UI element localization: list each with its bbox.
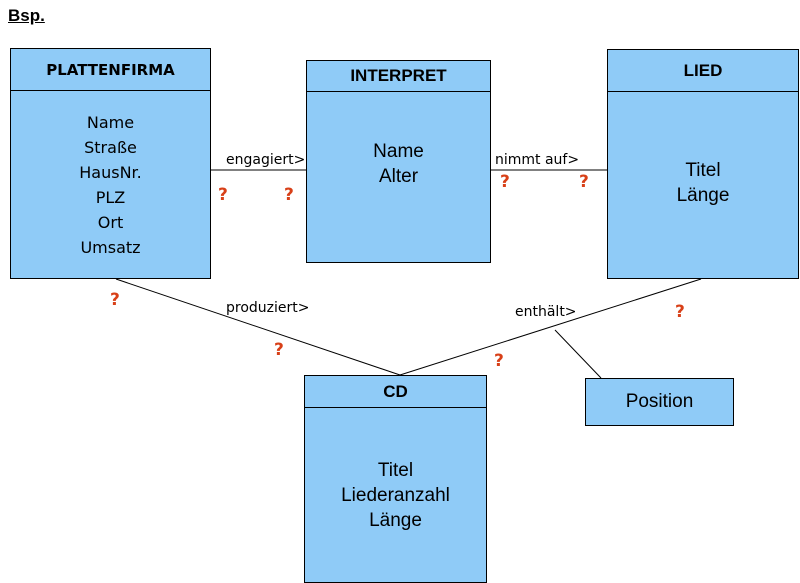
relationship-attribute-position: Position (585, 378, 734, 426)
attribute: Name (86, 113, 135, 132)
attribute: Name (373, 141, 424, 162)
attribute: Liederanzahl (341, 485, 450, 506)
attribute: Umsatz (80, 238, 141, 257)
attribute: Ort (97, 213, 124, 232)
relationship-label-produziert: produziert> (226, 300, 310, 316)
entity-plattenfirma: PLATTENFIRMA Name Straße HausNr. PLZ Ort… (10, 48, 211, 279)
entity-lied: LIED Titel Länge (607, 49, 799, 279)
entity-cd: CD Titel Liederanzahl Länge (304, 375, 487, 583)
entity-title: PLATTENFIRMA (11, 49, 210, 91)
position-connector-line (554, 329, 602, 379)
relationship-label-nimmt-auf: nimmt auf> (495, 152, 580, 168)
attribute: HausNr. (79, 163, 142, 182)
relationship-label-engagiert: engagiert> (226, 152, 306, 168)
attribute: Titel (685, 160, 721, 181)
attribute: PLZ (95, 188, 126, 207)
cardinality-marker: ? (494, 351, 504, 371)
attribute: Länge (676, 185, 730, 206)
entity-title: CD (305, 376, 486, 408)
relationship-label-enthaelt: enthält> (515, 304, 577, 320)
example-heading: Bsp. (8, 6, 45, 25)
attribute: Straße (84, 138, 137, 157)
enthaelt-line (399, 278, 702, 376)
entity-title: INTERPRET (307, 61, 490, 92)
cardinality-marker: ? (500, 172, 510, 192)
cardinality-marker: ? (675, 302, 685, 322)
attribute: Alter (378, 166, 419, 187)
entity-interpret: INTERPRET Name Alter (306, 60, 491, 263)
attribute: Titel (377, 460, 414, 481)
produziert-line (115, 278, 401, 376)
cardinality-marker: ? (274, 340, 284, 360)
cardinality-marker: ? (218, 185, 228, 205)
cardinality-marker: ? (579, 172, 589, 192)
cardinality-marker: ? (110, 290, 120, 310)
entity-title: LIED (608, 50, 798, 92)
cardinality-marker: ? (284, 185, 294, 205)
attribute: Länge (369, 510, 422, 531)
